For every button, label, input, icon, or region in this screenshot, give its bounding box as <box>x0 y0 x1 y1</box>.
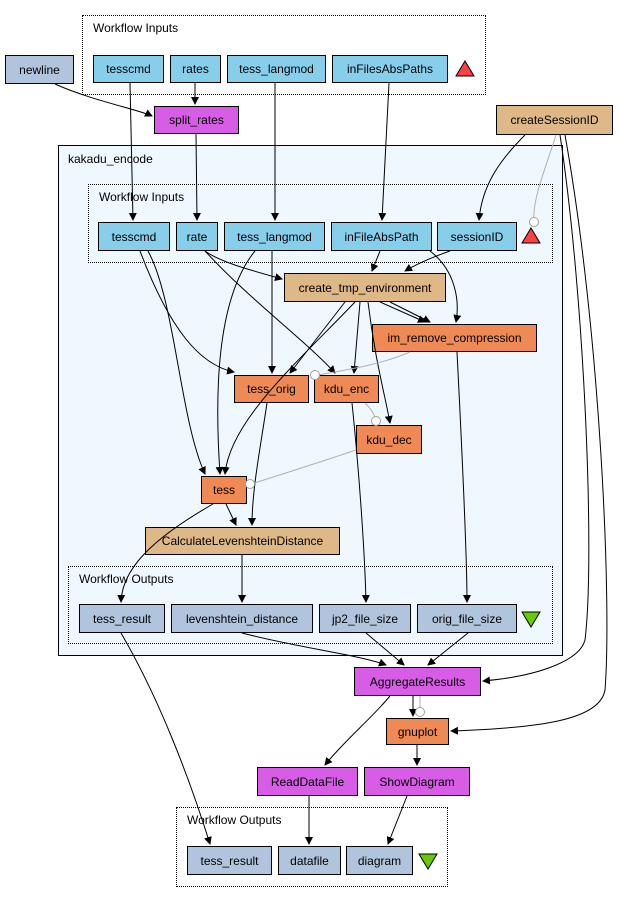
nested-input-tess-langmod[interactable]: tess_langmod <box>224 222 325 251</box>
create-tmp-environment-node[interactable]: create_tmp_environment <box>284 273 446 302</box>
input-infilesabspaths[interactable]: inFilesAbsPaths <box>332 55 448 83</box>
bottom-output-diagram[interactable]: diagram <box>346 846 413 875</box>
control-circle-gnuplot <box>415 707 425 717</box>
edge-aggregate-readdata <box>324 695 391 766</box>
nested-input-sessionid[interactable]: sessionID <box>437 222 517 251</box>
show-diagram-node[interactable]: ShowDiagram <box>364 767 470 796</box>
newline-node[interactable]: newline <box>5 55 74 84</box>
nested-output-marker-triangle-icon <box>521 611 541 628</box>
split-rates-node[interactable]: split_rates <box>154 106 239 134</box>
nested-workflow-outputs-title: Workflow Outputs <box>79 572 174 586</box>
bottom-output-marker-triangle-icon <box>418 853 438 870</box>
calculate-levenshtein-distance-node[interactable]: CalculateLevenshteinDistance <box>145 527 340 555</box>
bottom-output-datafile[interactable]: datafile <box>278 846 341 875</box>
tess-node[interactable]: tess <box>201 476 247 504</box>
kakadu-encode-title: kakadu_encode <box>68 152 153 166</box>
create-session-id-node[interactable]: createSessionID <box>496 105 613 135</box>
nested-output-tess-result[interactable]: tess_result <box>79 604 165 633</box>
bottom-workflow-outputs-title: Workflow Outputs <box>187 813 282 827</box>
im-remove-compression-node[interactable]: im_remove_compression <box>372 324 537 352</box>
kdu-enc-node[interactable]: kdu_enc <box>314 375 379 403</box>
nested-output-orig-file-size[interactable]: orig_file_size <box>417 604 517 633</box>
nested-input-infileabspath[interactable]: inFileAbsPath <box>331 222 432 251</box>
nested-output-jp2-file-size[interactable]: jp2_file_size <box>319 604 411 633</box>
nested-workflow-inputs-title: Workflow Inputs <box>99 190 185 204</box>
bottom-output-tess-result[interactable]: tess_result <box>187 846 272 875</box>
aggregate-results-node[interactable]: AggregateResults <box>354 667 481 696</box>
top-workflow-inputs-box <box>82 15 486 95</box>
nested-input-marker-triangle-icon <box>521 227 541 244</box>
gnuplot-node[interactable]: gnuplot <box>386 718 449 745</box>
nested-input-tesscmd[interactable]: tesscmd <box>98 222 170 251</box>
top-workflow-inputs-title: Workflow Inputs <box>93 21 179 35</box>
input-tesscmd[interactable]: tesscmd <box>93 55 164 83</box>
bottom-workflow-outputs-box <box>176 807 448 887</box>
nested-output-levenshtein-distance[interactable]: levenshtein_distance <box>171 604 313 633</box>
nested-input-rate[interactable]: rate <box>176 222 218 251</box>
input-marker-triangle-icon <box>455 60 475 77</box>
read-data-file-node[interactable]: ReadDataFile <box>257 767 358 796</box>
input-rates[interactable]: rates <box>170 55 221 83</box>
input-tess-langmod[interactable]: tess_langmod <box>227 55 326 83</box>
kdu-dec-node[interactable]: kdu_dec <box>356 425 422 454</box>
tess-orig-node[interactable]: tess_orig <box>234 375 309 403</box>
